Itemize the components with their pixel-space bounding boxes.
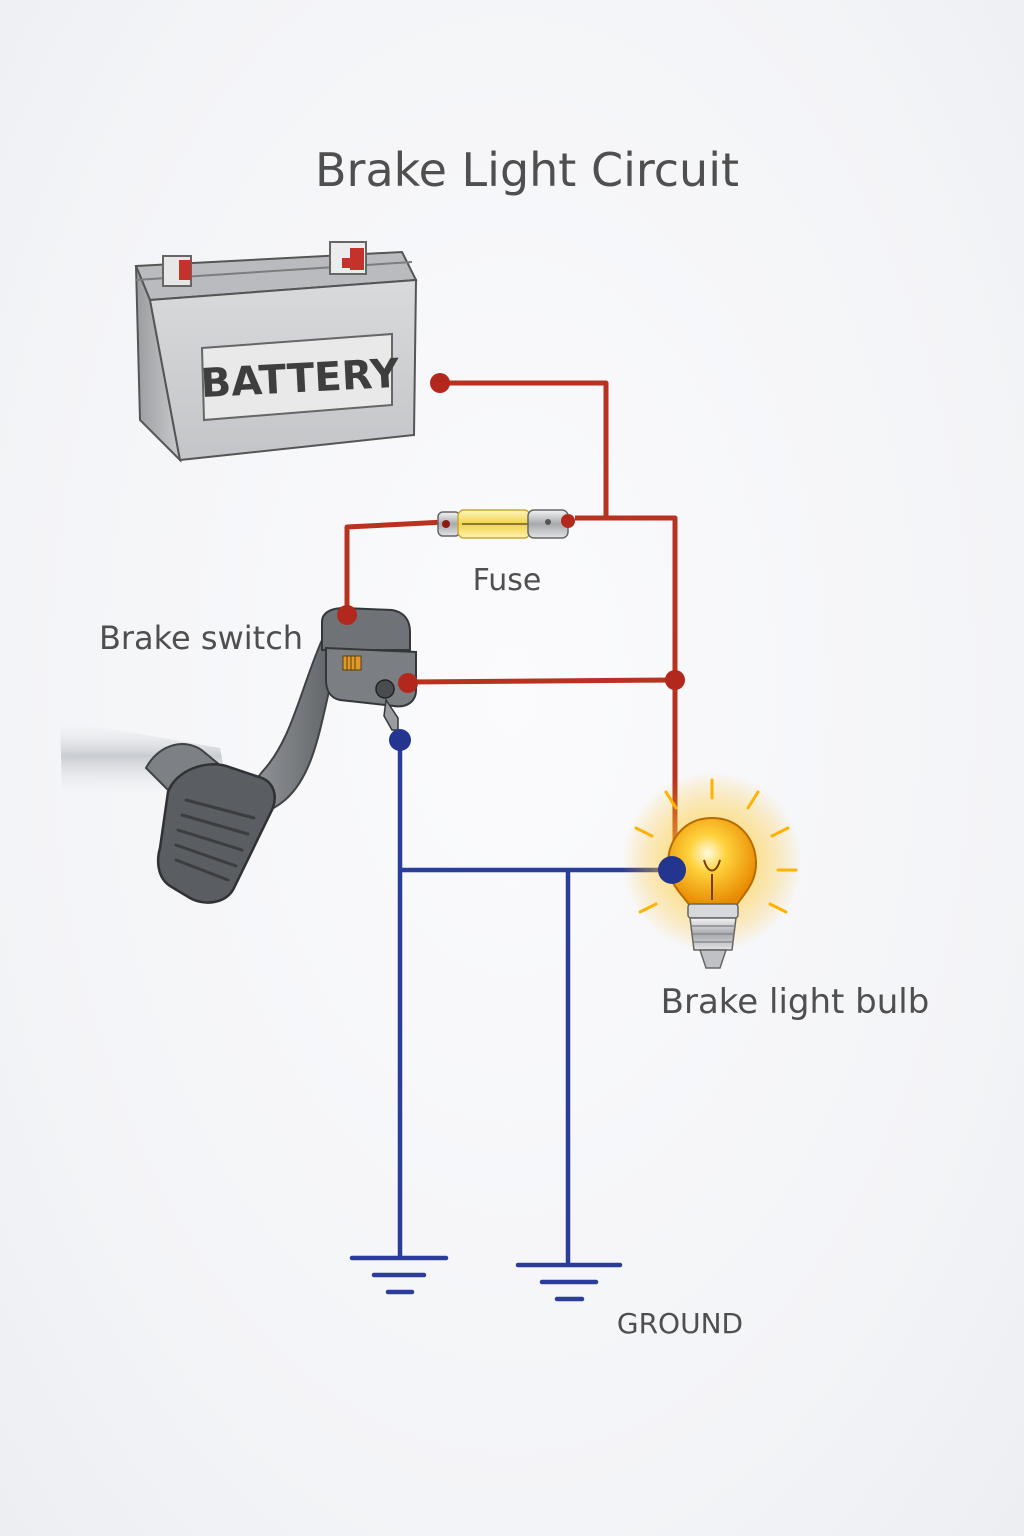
- brake-light-bulb-label: Brake light bulb: [661, 982, 930, 1022]
- diagram-title: Brake Light Circuit: [315, 143, 739, 197]
- positive-wiring: [344, 380, 678, 870]
- bulb-rays: [634, 778, 798, 914]
- ground-label: GROUND: [617, 1307, 743, 1340]
- pedal-pad: [156, 763, 276, 904]
- battery-positive-wire: [440, 380, 609, 518]
- switch-input-junction: [337, 605, 357, 625]
- brake-light-bulb: [622, 772, 802, 969]
- bulb-ground-junction: [658, 856, 686, 884]
- bulb-feed-junction: [665, 670, 685, 690]
- brake-switch-label: Brake switch: [99, 619, 303, 657]
- fuse-to-bulb-wire: [575, 515, 678, 870]
- battery-positive-terminal: [329, 241, 367, 275]
- battery-label: BATTERY: [200, 351, 402, 407]
- switch-output-junction: [398, 673, 418, 693]
- battery-junction: [430, 373, 450, 393]
- fuse-to-switch-wire: [344, 519, 446, 615]
- brake-pedal: [60, 638, 342, 904]
- ground-wiring: [397, 740, 672, 1265]
- switch-ground-junction: [389, 729, 411, 751]
- ground-symbol-right: [515, 1262, 623, 1302]
- fuse-label: Fuse: [473, 563, 542, 598]
- switch-output-wire: [407, 677, 676, 685]
- brake-switch: [321, 606, 417, 731]
- junctions: [337, 373, 686, 884]
- fuse: [437, 509, 575, 539]
- ground-symbol-left: [349, 1255, 449, 1295]
- battery: BATTERY: [134, 241, 418, 463]
- battery-negative-terminal: [162, 255, 192, 287]
